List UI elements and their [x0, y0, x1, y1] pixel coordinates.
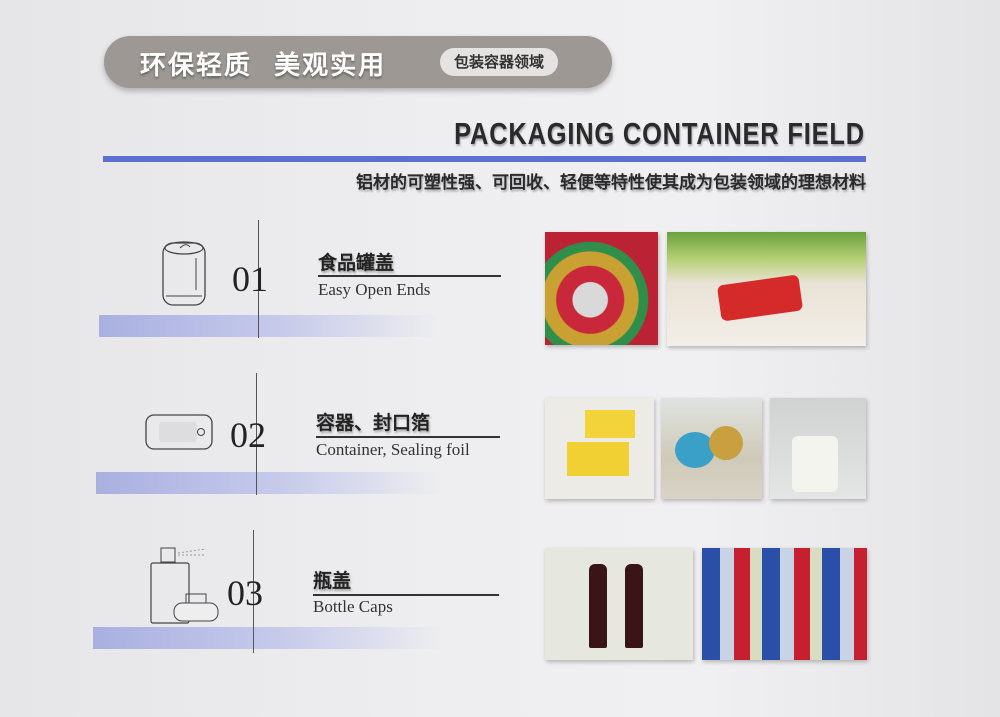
section-divider	[258, 220, 259, 338]
yellow-tray	[585, 410, 635, 438]
title-underline	[313, 594, 499, 596]
can	[792, 436, 838, 492]
page-title: PACKAGING CONTAINER FIELD	[454, 116, 865, 151]
title-underline	[318, 275, 501, 277]
container-icon	[145, 414, 213, 450]
header-banner: 环保轻质 美观实用 包装容器领域	[104, 36, 612, 88]
spray-bottle-icon	[150, 547, 219, 624]
section-divider	[253, 530, 254, 653]
cans-photo	[545, 232, 658, 345]
section-title-cn: 瓶盖	[313, 570, 352, 592]
section-title-en: Container, Sealing foil	[316, 440, 470, 459]
section-band	[99, 315, 439, 337]
section-number: 03	[227, 573, 263, 613]
title-underline	[316, 436, 500, 438]
section-number: 01	[232, 259, 268, 299]
red-tin	[716, 274, 804, 322]
can-icon	[162, 241, 206, 306]
wine-bottle	[625, 564, 643, 648]
bottle-caps-photo	[702, 548, 867, 660]
section-divider	[256, 373, 257, 495]
gold-lid	[709, 426, 743, 460]
section-band	[93, 627, 443, 649]
section-title-cn: 容器、封口箔	[316, 412, 431, 434]
sardine-tin-photo	[667, 232, 866, 346]
tin-lids-photo	[661, 398, 762, 499]
section-title-en: Bottle Caps	[313, 597, 393, 616]
section-number: 02	[230, 415, 266, 455]
banner-tag: 包装容器领域	[440, 48, 559, 76]
section-title-cn: 食品罐盖	[318, 252, 395, 274]
foil-sealed-can-photo	[770, 398, 866, 499]
page-subtitle: 铝材的可塑性强、可回收、轻便等特性使其成为包装领域的理想材料	[356, 173, 866, 193]
banner-title: 环保轻质 美观实用	[140, 51, 387, 81]
section-title-en: Easy Open Ends	[318, 280, 431, 299]
section-band	[96, 472, 441, 494]
blue-lid	[675, 432, 715, 468]
yellow-tray	[567, 442, 629, 476]
wine-bottle	[589, 564, 607, 648]
accent-divider	[103, 156, 866, 162]
wine-bottles-photo	[545, 548, 693, 660]
yellow-containers-photo	[545, 398, 654, 499]
